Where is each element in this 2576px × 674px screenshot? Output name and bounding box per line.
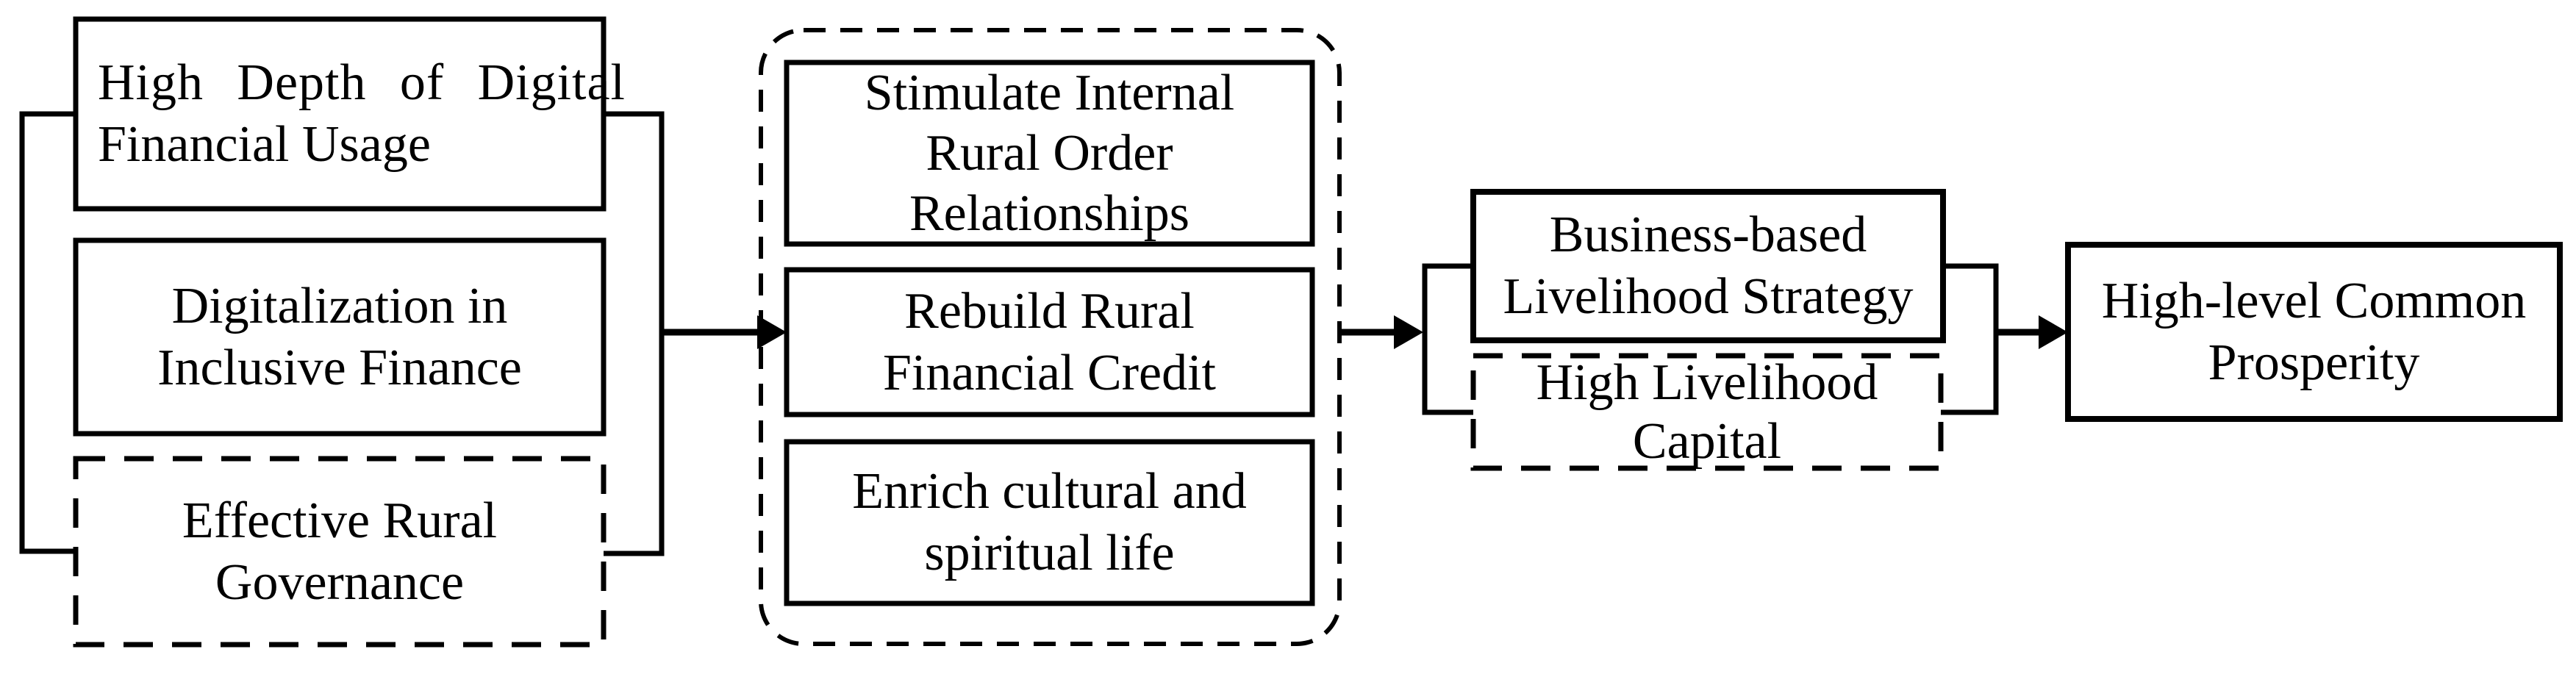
arrow-left-to-middle-head (757, 315, 787, 349)
label-digitalization-inclusive-finance: Digitalization in Inclusive Finance (157, 277, 522, 396)
label-stimulate-internal-rural-order: Stimulate Internal Rural Order Relations… (864, 64, 1235, 242)
box-stimulate-internal-rural-order (784, 60, 1315, 247)
box-digitalization-inclusive-finance (73, 237, 607, 437)
box-business-based-livelihood-strategy (1470, 189, 1946, 343)
box-rebuild-rural-financial-credit (784, 267, 1315, 417)
label-high-level-common-prosperity: High-level Common Prosperity (2101, 272, 2527, 391)
label-rebuild-rural-financial-credit: Rebuild Rural Financial Credit (883, 282, 1216, 401)
label-business-based-livelihood-strategy: Business-based Livelihood Strategy (1503, 207, 1914, 325)
arrow-right-to-outcome-head (2039, 315, 2068, 349)
box-high-livelihood-capital (1470, 353, 1944, 471)
label-high-depth-digital-financial-usage: High Depth of Digital Financial Usage (98, 54, 626, 173)
label-high-livelihood-capital: High Livelihood Capital (1536, 354, 1878, 470)
box-effective-rural-governance (73, 456, 607, 648)
box-high-depth-digital-financial-usage (73, 16, 607, 212)
box-high-level-common-prosperity (2065, 242, 2563, 422)
box-enrich-cultural-spiritual-life (784, 439, 1315, 606)
arrow-middle-to-right-head (1394, 315, 1423, 349)
left-group-left-bracket (19, 111, 76, 554)
right-group-left-bracket (1422, 263, 1473, 415)
right-group-right-bracket (1941, 263, 1999, 415)
label-effective-rural-governance: Effective Rural Governance (182, 492, 498, 611)
label-enrich-cultural-spiritual-life: Enrich cultural and spiritual life (852, 463, 1247, 581)
